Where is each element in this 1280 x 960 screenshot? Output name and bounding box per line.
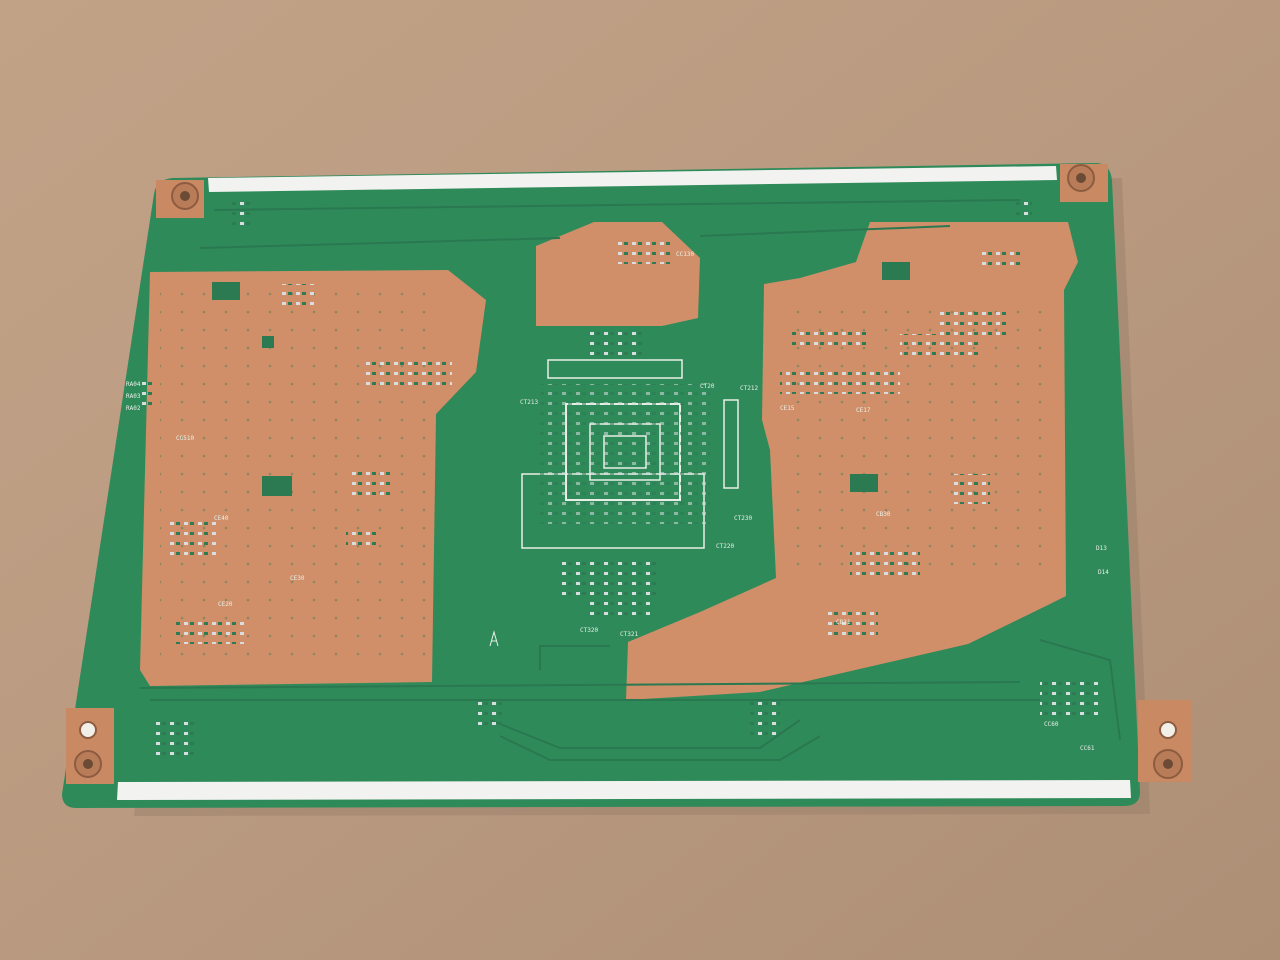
label-ct320: CT320 (580, 627, 598, 634)
mount-hole-top-right (1060, 164, 1108, 202)
label-ce15: CE15 (780, 405, 795, 412)
mount-hole-bottom-left (66, 708, 114, 784)
label-cc60: CC60 (1044, 721, 1059, 728)
dark-blocks (212, 262, 910, 496)
label-cb31: CB31 (836, 619, 851, 626)
label-ce20: CE20 (218, 601, 233, 608)
label-cb30: CB30 (876, 511, 891, 518)
label-ce17: CE17 (856, 407, 871, 414)
label-ct321: CT321 (620, 631, 638, 638)
label-ct213: CT213 (520, 399, 538, 406)
mount-hole-top-left (156, 180, 204, 218)
label-ct230: CT230 (734, 515, 752, 522)
label-ra03: RA03 (126, 393, 141, 400)
label-cg510: CG510 (176, 435, 194, 442)
polarity-mark (489, 630, 499, 647)
label-cc61: CC61 (1080, 745, 1095, 752)
label-d14: D14 (1098, 569, 1109, 576)
mount-hole-bottom-right (1138, 700, 1192, 782)
label-d13: D13 (1096, 545, 1107, 552)
bottom-white-strip (117, 780, 1131, 800)
label-ce40: CE40 (214, 515, 229, 522)
label-ct212: CT212 (740, 385, 758, 392)
label-ce30: CE30 (290, 575, 305, 582)
label-ra02: RA02 (126, 405, 141, 412)
top-white-strip (208, 166, 1057, 192)
silkscreen-labels: RA04 RA03 RA02 CG510 CE40 CE20 CE30 CC13… (126, 251, 1109, 752)
components (140, 196, 1100, 756)
label-cc130: CC130 (676, 251, 694, 258)
label-ct220: CT220 (716, 543, 734, 550)
label-ra04: RA04 (126, 381, 141, 388)
label-ct20: CT20 (700, 383, 715, 390)
